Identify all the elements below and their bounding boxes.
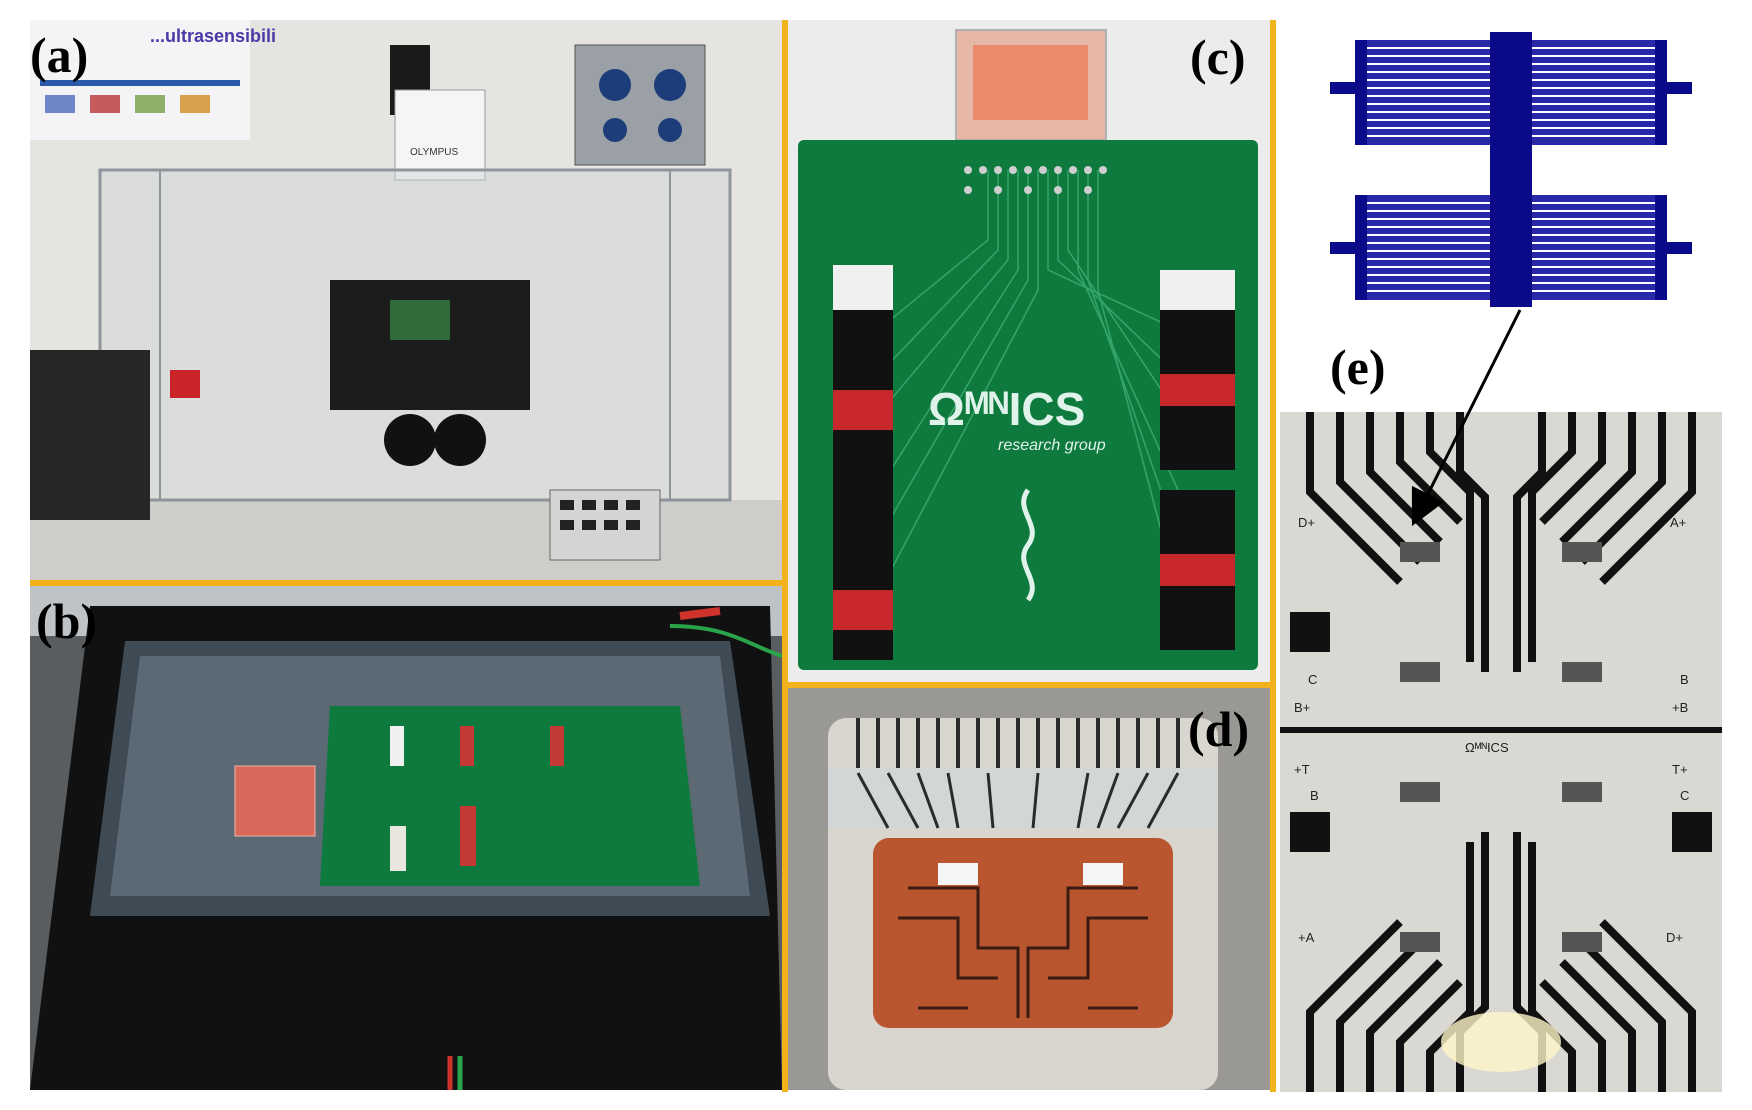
panel-b-label: (b) xyxy=(36,593,98,649)
panel-e-chip-photo: D+ A+ C B+ B +B ΩᴹᴺICS +T B T+ C +A D+ xyxy=(1280,412,1722,1092)
label-t-plus-right: T+ xyxy=(1672,762,1688,777)
panel-c-photo: ΩᴹᴺICS research group (c) xyxy=(788,20,1270,682)
label-b-right: B xyxy=(1680,672,1689,687)
panel-d-photo: (d) xyxy=(788,688,1270,1090)
incubator-chamber-image xyxy=(30,586,782,1090)
label-b-under-t: B xyxy=(1310,788,1319,803)
microfluidic-chip-image xyxy=(788,688,1270,1090)
omnics-subtitle-text: research group xyxy=(998,437,1106,454)
label-plus-t-left: +T xyxy=(1294,762,1310,777)
panel-c-label: (c) xyxy=(1190,29,1246,85)
electrode-chip-image: D+ A+ C B+ B +B ΩᴹᴺICS +T B T+ C +A D+ xyxy=(1280,412,1722,1092)
dna-logo-icon-right-bottom xyxy=(1672,812,1712,852)
separator-horizontal-cd xyxy=(788,682,1270,688)
separator-horizontal-ab xyxy=(30,580,782,586)
dna-logo-icon-left-bottom xyxy=(1290,812,1330,852)
label-plus-a-bottom: +A xyxy=(1298,930,1315,945)
panel-a-label: (a) xyxy=(30,27,89,83)
omnics-logo-text: ΩᴹᴺICS xyxy=(928,383,1085,435)
pcb-board-image: ΩᴹᴺICS research group xyxy=(788,20,1270,682)
separator-vertical-cde xyxy=(1270,20,1276,1092)
dna-helix-icon xyxy=(1021,488,1035,602)
separator-vertical-ac xyxy=(782,20,788,1092)
lab-setup-image: OLYMPUS xyxy=(30,20,782,580)
label-omnics-logo: ΩᴹᴺICS xyxy=(1465,740,1509,755)
panel-a-photo: OLYMPUS (a) ...ultrasensibili xyxy=(30,20,782,580)
dna-logo-icon-left-top xyxy=(1290,612,1330,652)
label-b-plus-left: B+ xyxy=(1294,700,1310,715)
panel-d-label: (d) xyxy=(1188,701,1250,757)
label-d-plus-bottom: D+ xyxy=(1666,930,1683,945)
interdigitated-electrode-diagram xyxy=(1320,20,1700,320)
poster-text: ...ultrasensibili xyxy=(150,26,277,46)
label-d-plus-top: D+ xyxy=(1298,515,1315,530)
label-c-left: C xyxy=(1308,672,1317,687)
label-plus-b-right: +B xyxy=(1672,700,1688,715)
panel-e-label: (e) xyxy=(1330,339,1386,395)
label-c-right: C xyxy=(1680,788,1689,803)
panel-b-photo: (b) xyxy=(30,586,782,1090)
arrow-connector xyxy=(1411,309,1522,527)
microscope-brand-text: OLYMPUS xyxy=(410,147,458,158)
label-a-plus-top: A+ xyxy=(1670,515,1686,530)
panel-e-electrode-schematic xyxy=(1320,20,1700,320)
